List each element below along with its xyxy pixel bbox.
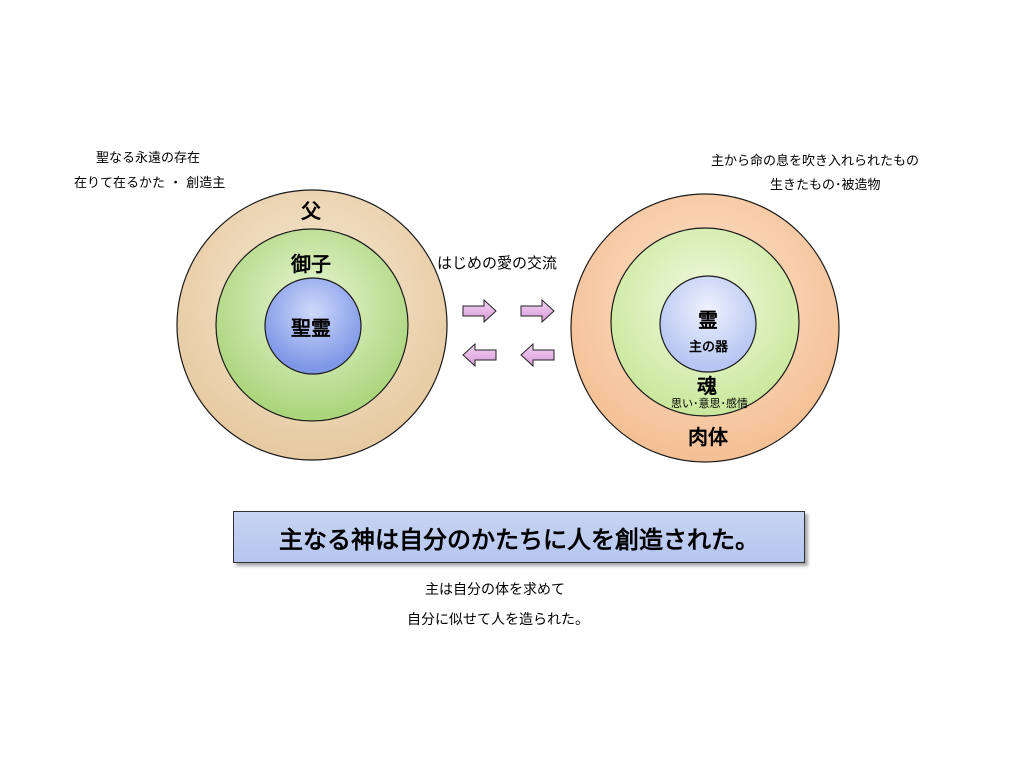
- arrow-right-2: [520, 298, 555, 324]
- left-middle-label: 御子: [291, 252, 331, 276]
- arrow-left-2: [520, 342, 555, 368]
- right-inner-label: 霊: [698, 308, 718, 332]
- right-inner-circle: [659, 275, 757, 373]
- right-middle-label: 魂: [697, 374, 717, 398]
- main-statement-banner: 主なる神は自分のかたちに人を創造された。: [233, 511, 805, 563]
- arrow-left-1: [462, 342, 497, 368]
- right-inner-sublabel: 主の器: [689, 340, 729, 355]
- left-inner-label: 聖霊: [291, 316, 331, 340]
- caption-line1: 主は自分の体を求めて: [425, 582, 565, 598]
- right-middle-sublabel: 思い･意思･感情: [671, 397, 748, 410]
- right-outer-label: 肉体: [688, 425, 728, 449]
- left-note-line1: 聖なる永遠の存在: [96, 151, 201, 166]
- caption-line2: 自分に似せて人を造られた。: [407, 612, 589, 628]
- left-note-line2: 在りて在るかた ・ 創造主: [74, 176, 226, 191]
- exchange-label: はじめの愛の交流: [437, 254, 558, 272]
- right-note-line1: 主から命の息を吹き入れられたもの: [711, 154, 920, 169]
- left-inner-circle: [264, 277, 362, 375]
- main-statement-text: 主なる神は自分のかたちに人を創造された。: [279, 524, 759, 554]
- arrow-right-1: [462, 298, 497, 324]
- left-outer-label: 父: [301, 199, 321, 223]
- right-note-line2: 生きたもの･被造物: [770, 178, 881, 193]
